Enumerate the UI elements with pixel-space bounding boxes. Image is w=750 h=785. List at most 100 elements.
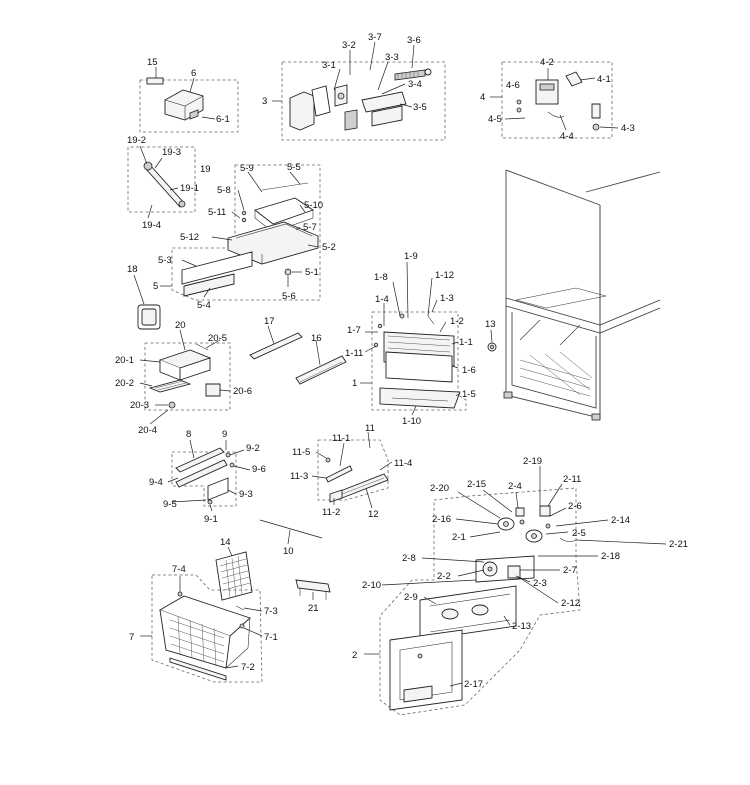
callout-2-10: 2-10 (362, 580, 381, 591)
callout-14: 14 (220, 537, 231, 548)
callout-5-4: 5-4 (197, 300, 211, 311)
part-18 (133, 274, 161, 330)
callout-3-3: 3-3 (385, 52, 399, 63)
callout-3: 3 (262, 96, 267, 107)
callout-19-4: 19-4 (142, 220, 161, 231)
callout-1-3: 1-3 (440, 293, 454, 304)
part-group-2 (364, 466, 667, 716)
part-17-shape (249, 332, 303, 360)
callout-11: 11 (365, 423, 375, 434)
callout-1-8: 1-8 (374, 272, 388, 283)
part-group-20 (139, 329, 231, 425)
callout-1-11: 1-11 (345, 348, 363, 359)
callout-2-20: 2-20 (430, 483, 449, 494)
callout-2-19: 2-19 (523, 456, 542, 467)
callout-7: 7 (129, 632, 134, 643)
callout-2-14: 2-14 (611, 515, 630, 526)
callout-2-4: 2-4 (508, 481, 522, 492)
callout-1: 1 (352, 378, 357, 389)
callout-3-5: 3-5 (413, 102, 427, 113)
part-17-16-rails (249, 325, 347, 385)
part-3-body (289, 91, 315, 131)
part-4-2-shape (535, 79, 559, 105)
callout-5-11: 5-11 (208, 207, 226, 218)
callout-2-12: 2-12 (561, 598, 580, 609)
callout-6-1: 6-1 (216, 114, 230, 125)
callout-20-2: 20-2 (115, 378, 134, 389)
part-group-1 (360, 261, 467, 416)
callout-3-1: 3-1 (322, 60, 336, 71)
part-1-5-cover (379, 387, 461, 409)
callout-9-1: 9-1 (204, 514, 218, 525)
callout-20-1: 20-1 (115, 355, 134, 366)
callout-9-5: 9-5 (163, 499, 177, 510)
callout-5-3: 5-3 (158, 255, 172, 266)
callout-2-7: 2-7 (563, 565, 577, 576)
part-13 (487, 329, 497, 352)
callout-7-3: 7-3 (264, 606, 278, 617)
callout-3-7: 3-7 (368, 32, 382, 43)
callout-2-2: 2-2 (437, 571, 451, 582)
callout-1-1: 1-1 (459, 337, 473, 348)
callout-19-3: 19-3 (162, 147, 181, 158)
refrigerator-cabinet (503, 169, 661, 421)
callout-10: 10 (283, 546, 294, 557)
callout-1-2: 1-2 (450, 316, 464, 327)
callout-20-6: 20-6 (233, 386, 252, 397)
callout-1-4: 1-4 (375, 294, 389, 305)
callout-4: 4 (480, 92, 485, 103)
callout-1-10: 1-10 (402, 416, 421, 427)
part-group-6 (139, 67, 239, 133)
callout-11-5: 11-5 (292, 447, 310, 458)
callout-11-3: 11-3 (290, 471, 308, 482)
callout-3-4: 3-4 (408, 79, 422, 90)
callout-12: 12 (368, 509, 379, 520)
callout-21: 21 (308, 603, 319, 614)
callout-20-4: 20-4 (138, 425, 157, 436)
callout-2-1: 2-1 (452, 532, 466, 543)
callout-5-10: 5-10 (304, 200, 323, 211)
callout-2-9: 2-9 (404, 592, 418, 603)
callout-19-2: 19-2 (127, 135, 146, 146)
callout-9-3: 9-3 (239, 489, 253, 500)
callout-2-8: 2-8 (402, 553, 416, 564)
callout-5-2: 5-2 (322, 242, 336, 253)
callout-11-2: 11-2 (322, 507, 340, 518)
callout-2-11: 2-11 (563, 474, 581, 485)
callout-5-6: 5-6 (282, 291, 296, 302)
part-7-2-rail (169, 657, 227, 681)
callout-5: 5 (153, 281, 158, 292)
callout-19-1: 19-1 (180, 183, 199, 194)
part-10-21-14 (215, 519, 331, 601)
callout-9-6: 9-6 (252, 464, 266, 475)
callout-1-6: 1-6 (462, 365, 476, 376)
part-19-shape (145, 164, 185, 208)
callout-6: 6 (191, 68, 196, 79)
callout-7-4: 7-4 (172, 564, 186, 575)
callout-4-3: 4-3 (621, 123, 635, 134)
callout-5-7: 5-7 (303, 222, 317, 233)
callout-2-5: 2-5 (572, 528, 586, 539)
part-15-shape (146, 77, 164, 85)
callout-4-1: 4-1 (597, 74, 611, 85)
part-16-shape (295, 355, 347, 385)
callout-7-2: 7-2 (241, 662, 255, 673)
part-8-shape (175, 447, 225, 473)
callout-1-12: 1-12 (435, 270, 454, 281)
callout-4-5: 4-5 (488, 114, 502, 125)
callout-2-13: 2-13 (512, 621, 531, 632)
callout-2-18: 2-18 (601, 551, 620, 562)
callout-2-16: 2-16 (432, 514, 451, 525)
callout-5-12: 5-12 (180, 232, 199, 243)
callout-8: 8 (186, 429, 191, 440)
callout-1-7: 1-7 (347, 325, 361, 336)
callout-1-5: 1-5 (462, 389, 476, 400)
callout-2-3: 2-3 (533, 578, 547, 589)
part-group-7 (140, 574, 263, 683)
part-group-5 (160, 164, 321, 301)
callout-5-5: 5-5 (287, 162, 301, 173)
callout-9-4: 9-4 (149, 477, 163, 488)
callout-2-15: 2-15 (467, 479, 486, 490)
callout-2: 2 (352, 650, 357, 661)
